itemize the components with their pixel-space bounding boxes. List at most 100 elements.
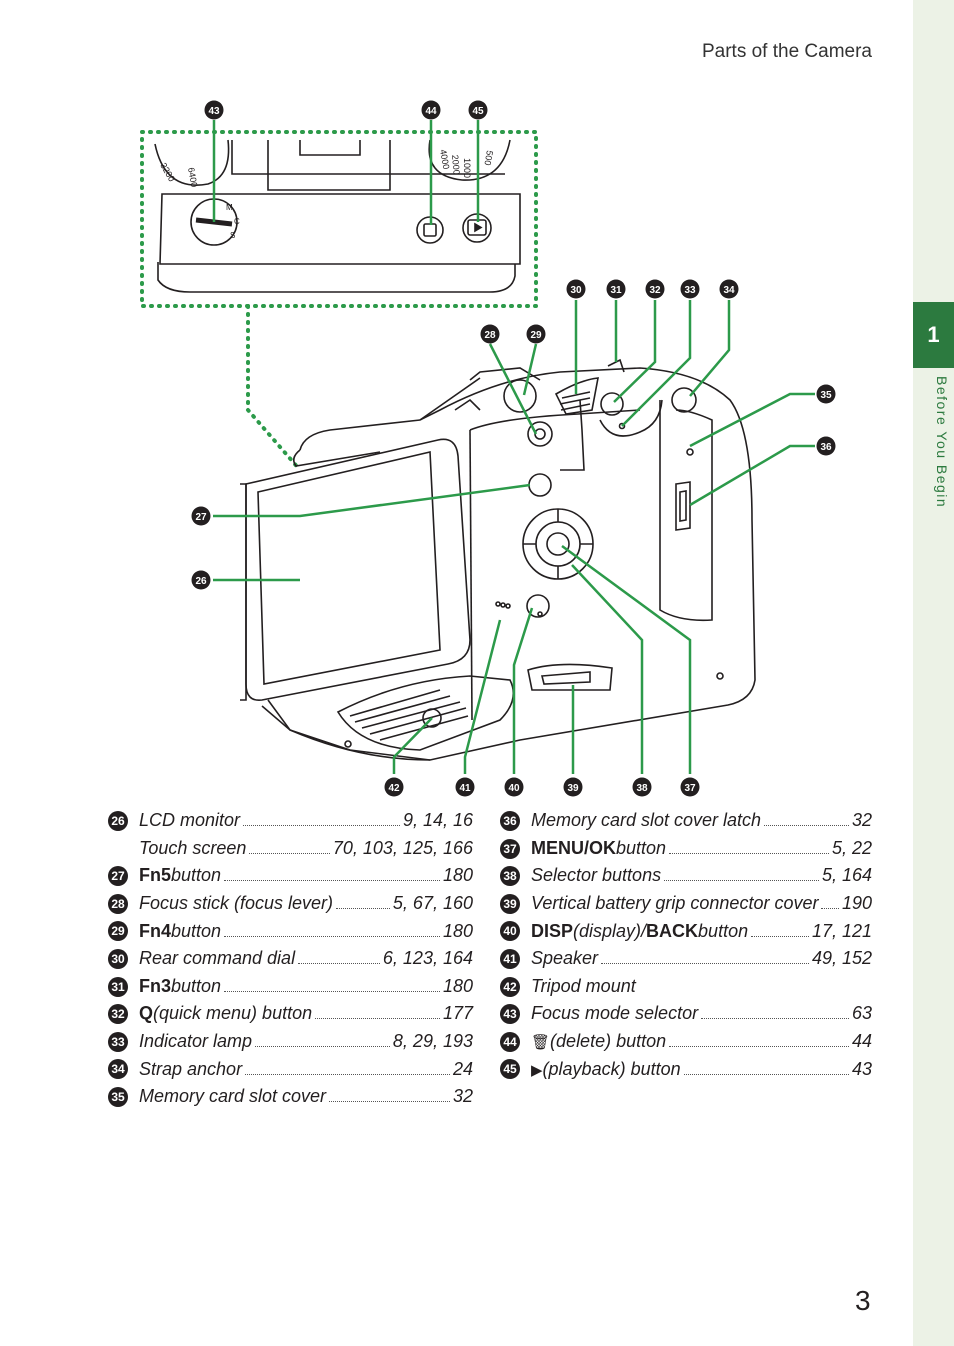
legend-pages[interactable]: 43: [851, 1058, 872, 1079]
legend-number: 28: [108, 893, 128, 914]
callout-38: 38: [636, 783, 648, 794]
legend-pages[interactable]: 8, 29, 193: [392, 1031, 473, 1052]
legend-label: (quick menu) button: [153, 1003, 313, 1024]
legend-entry: 39 Vertical battery grip connector cover 1…: [500, 890, 872, 918]
legend-number: 32: [108, 1004, 128, 1025]
legend-number: 26: [108, 811, 128, 831]
legend-label: Tripod mount: [531, 975, 636, 996]
legend-pages[interactable]: 5, 22: [831, 837, 872, 858]
focus-letter-s: S: [230, 231, 235, 240]
legend-pages[interactable]: 70, 103, 125, 166: [332, 837, 473, 858]
legend-pages[interactable]: 180: [442, 865, 473, 886]
legend-number: 36: [500, 811, 520, 831]
dot-leader: [224, 935, 440, 937]
callout-27: 27: [195, 512, 207, 523]
callout-36: 36: [820, 442, 832, 453]
legend-pages[interactable]: 17, 121: [811, 920, 872, 941]
top-detail-inset: 3200 6400 4000 2000 1000 500 M C S: [140, 130, 538, 472]
dot-leader: [243, 825, 400, 827]
legend-pages[interactable]: 5, 67, 160: [392, 893, 473, 914]
dot-leader: [315, 1018, 440, 1020]
chapter-side-strip: [913, 0, 954, 1346]
legend-entry: 28 Focus stick (focus lever) 5, 67, 160: [108, 890, 473, 918]
legend-pages[interactable]: 44: [851, 1031, 872, 1052]
legend-label-2: button: [698, 920, 749, 941]
legend-pages[interactable]: 6, 123, 164: [382, 948, 473, 969]
legend-label: Touch screen: [139, 837, 247, 858]
legend-pages[interactable]: 49, 152: [811, 948, 872, 969]
running-head: Parts of the Camera: [701, 41, 872, 62]
legend-label: Focus stick (focus lever): [139, 893, 334, 914]
legend-pages[interactable]: 9, 14, 16: [402, 810, 473, 831]
legend-number: 35: [108, 1086, 128, 1107]
callout-42: 42: [388, 783, 400, 794]
legend-entry: 33 Indicator lamp 8, 29, 193: [108, 1028, 473, 1056]
legend-key: Fn3: [139, 975, 172, 996]
dot-leader: [669, 852, 829, 854]
legend-number: 27: [108, 866, 128, 887]
callout-30: 30: [570, 285, 582, 296]
callout-39: 39: [567, 783, 579, 794]
legend-label: Vertical battery grip connector cover: [531, 893, 819, 914]
legend-pages[interactable]: 190: [841, 893, 872, 914]
legend-label: (delete) button: [550, 1031, 667, 1052]
callout-leader-lines: [212, 120, 815, 774]
callout-32: 32: [649, 285, 661, 296]
focus-letter-m: M: [226, 203, 233, 212]
legend-pages[interactable]: 32: [452, 1086, 473, 1107]
legend-pages[interactable]: 32: [851, 810, 872, 831]
dot-leader: [664, 880, 819, 882]
legend-number: 29: [108, 921, 128, 942]
shutter-mark-4000: 4000: [438, 149, 451, 170]
legend-number: 33: [108, 1031, 128, 1052]
dot-leader: [224, 880, 440, 882]
legend-number: 44: [500, 1031, 520, 1052]
legend-pages[interactable]: 180: [442, 975, 473, 996]
legend-label: (display)/: [573, 920, 647, 941]
legend-label: Memory card slot cover: [139, 1086, 327, 1107]
legend-pages[interactable]: 177: [442, 1003, 473, 1024]
legend-pages[interactable]: 5, 164: [821, 865, 872, 886]
dot-leader: [336, 908, 390, 910]
callout-45: 45: [472, 106, 484, 117]
legend-key-2: BACK: [646, 920, 699, 941]
legend-number: 30: [108, 948, 128, 969]
callout-37: 37: [684, 783, 696, 794]
chapter-title: Before You Begin: [934, 376, 950, 509]
dot-leader: [751, 935, 809, 937]
dot-leader: [298, 963, 380, 965]
legend-number: 39: [500, 893, 520, 914]
camera-body-illustration: [240, 358, 756, 761]
iso-mark-3200: 3200: [158, 161, 177, 183]
legend-key: Fn5: [139, 865, 172, 886]
legend-label: Indicator lamp: [139, 1031, 253, 1052]
legend-label: Speaker: [531, 948, 599, 969]
legend-number: 41: [500, 948, 520, 969]
shutter-mark-500: 500: [482, 150, 494, 167]
legend-number: 43: [500, 1004, 520, 1025]
legend-pages[interactable]: 180: [442, 920, 473, 941]
legend-label: Focus mode selector: [531, 1003, 699, 1024]
camera-rear-diagram: 3200 6400 4000 2000 1000 500 M C S: [140, 100, 836, 797]
legend-pages[interactable]: 63: [851, 1003, 872, 1024]
callout-35: 35: [820, 390, 832, 401]
legend-label: button: [171, 975, 222, 996]
legend-key: DISP: [531, 920, 574, 941]
callout-40: 40: [508, 783, 520, 794]
legend-number: 38: [500, 866, 520, 887]
dot-leader: [764, 825, 849, 827]
callout-26: 26: [195, 576, 207, 587]
legend-pages[interactable]: 24: [452, 1058, 473, 1079]
chapter-number-tab[interactable]: 1: [913, 302, 954, 368]
dot-leader: [224, 990, 440, 992]
